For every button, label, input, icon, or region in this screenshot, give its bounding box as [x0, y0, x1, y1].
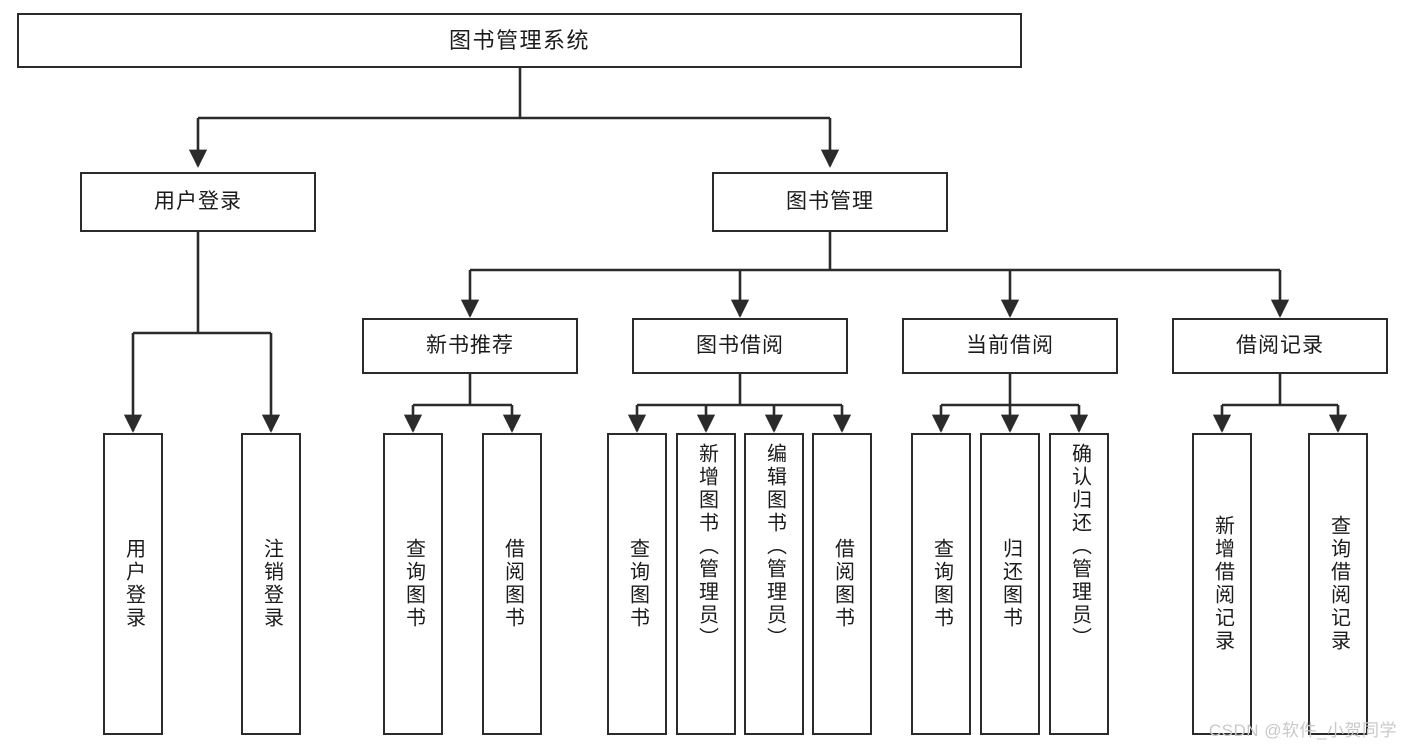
node-label: 借阅图书 [831, 538, 854, 630]
node-label: 图书借阅 [696, 333, 784, 357]
leaf-book-borrow-edit-book-admin[interactable]: 编辑图书（管理员） [744, 433, 804, 735]
node-label: 图书管理 [786, 189, 874, 213]
node-label: 查询图书 [402, 538, 425, 630]
node-label: 图书管理系统 [448, 27, 590, 53]
node-borrowing-record[interactable]: 借阅记录 [1172, 318, 1388, 374]
csdn-watermark: CSDN @软件_小贺同学 [1208, 721, 1397, 740]
node-label: 归还图书 [999, 538, 1022, 630]
leaf-user-login-login[interactable]: 用户登录 [103, 433, 163, 735]
node-label: 确认归还（管理员） [1068, 443, 1091, 650]
leaf-borrow-record-add-record[interactable]: 新增借阅记录 [1192, 433, 1252, 735]
leaf-borrow-record-query-record[interactable]: 查询借阅记录 [1308, 433, 1368, 735]
node-label: 用户登录 [122, 538, 145, 630]
leaf-new-book-borrow-book[interactable]: 借阅图书 [482, 433, 542, 735]
leaf-user-login-logout[interactable]: 注销登录 [241, 433, 301, 735]
node-label: 查询借阅记录 [1327, 515, 1350, 653]
node-current-borrowing[interactable]: 当前借阅 [902, 318, 1118, 374]
node-label: 借阅记录 [1236, 333, 1324, 357]
node-label: 注销登录 [260, 538, 283, 630]
leaf-book-borrow-add-book-admin[interactable]: 新增图书（管理员） [676, 433, 736, 735]
node-label: 借阅图书 [501, 538, 524, 630]
leaf-new-book-query-book[interactable]: 查询图书 [383, 433, 443, 735]
node-book-borrowing[interactable]: 图书借阅 [632, 318, 848, 374]
leaf-current-borrow-confirm-return-admin[interactable]: 确认归还（管理员） [1049, 433, 1109, 735]
leaf-current-borrow-query-book[interactable]: 查询图书 [911, 433, 971, 735]
node-label: 编辑图书（管理员） [763, 443, 786, 650]
node-label: 查询图书 [626, 538, 649, 630]
leaf-current-borrow-return-book[interactable]: 归还图书 [980, 433, 1040, 735]
leaf-book-borrow-borrow-book[interactable]: 借阅图书 [812, 433, 872, 735]
node-label: 新书推荐 [426, 333, 514, 357]
node-book-management[interactable]: 图书管理 [712, 172, 948, 232]
node-label: 新增借阅记录 [1211, 515, 1234, 653]
leaf-book-borrow-query-book[interactable]: 查询图书 [607, 433, 667, 735]
node-user-login[interactable]: 用户登录 [80, 172, 316, 232]
node-new-book-recommendation[interactable]: 新书推荐 [362, 318, 578, 374]
node-label: 用户登录 [154, 189, 242, 213]
node-label: 新增图书（管理员） [695, 443, 718, 650]
node-label: 当前借阅 [966, 333, 1054, 357]
node-label: 查询图书 [930, 538, 953, 630]
node-root-library-management-system[interactable]: 图书管理系统 [17, 13, 1022, 68]
